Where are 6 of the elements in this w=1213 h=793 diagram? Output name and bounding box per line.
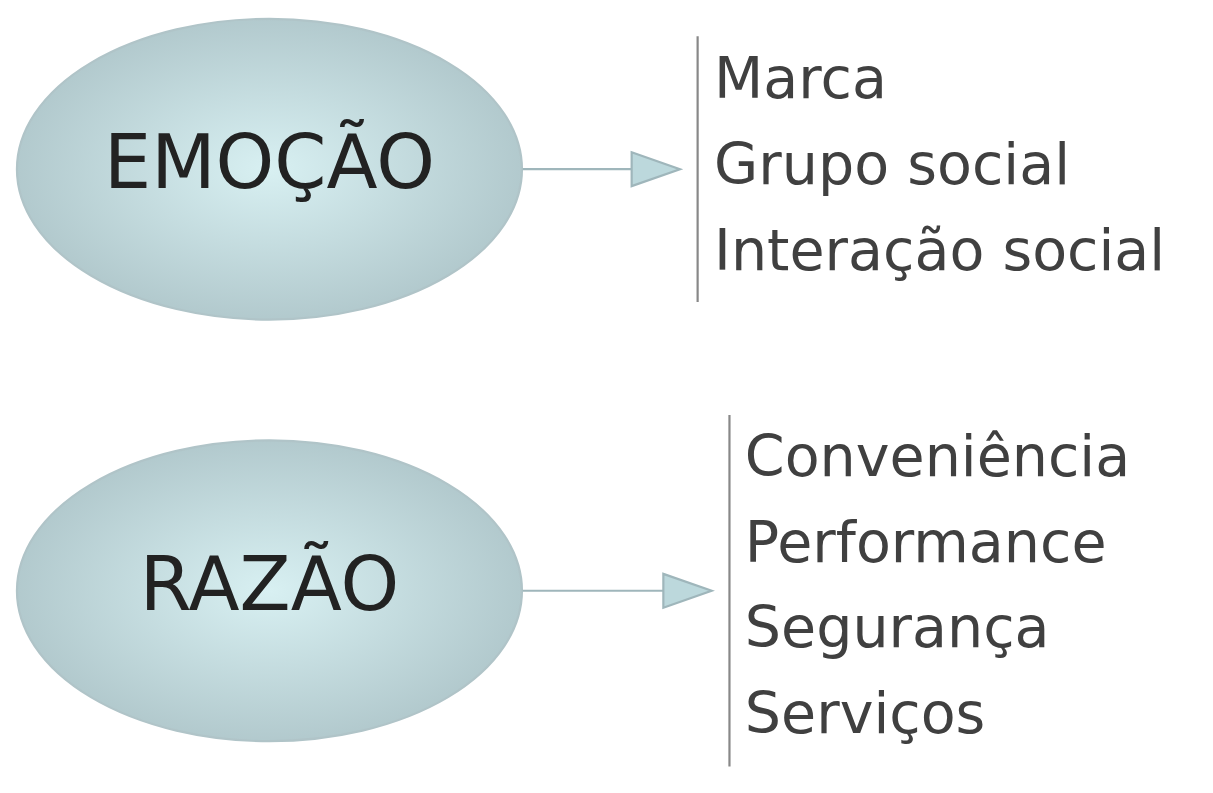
node-text: Marca Grupo social Interação social (714, 44, 1166, 283)
node-text: Conveniência Performance Segurança Serviços (744, 422, 1131, 746)
node-ellipse: RAZÃO (15, 438, 524, 742)
arrow (522, 571, 715, 609)
arrow (522, 150, 684, 188)
node-ellipse: EMOÇÃO (15, 17, 524, 321)
